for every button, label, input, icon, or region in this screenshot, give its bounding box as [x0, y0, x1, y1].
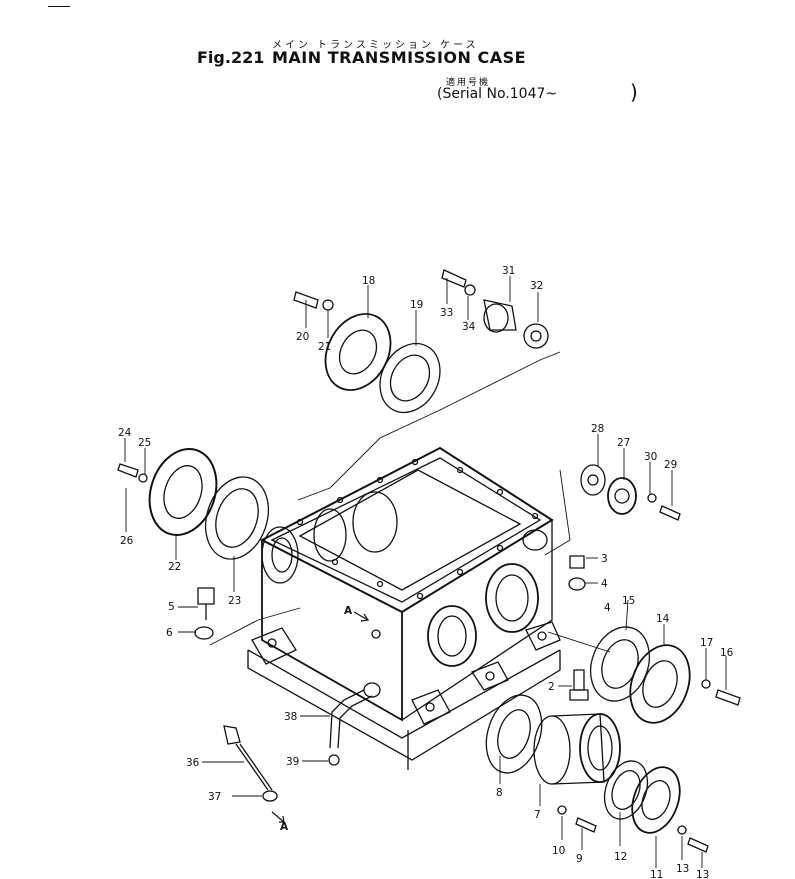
callout-15: 14	[656, 613, 670, 625]
callout-22: 21	[318, 341, 331, 353]
callout-37: 37	[208, 791, 221, 803]
callout-17: 16	[720, 647, 734, 659]
callout-13: 13	[696, 869, 709, 879]
figure-number: Fig.221	[197, 48, 265, 67]
callout-35: 34	[462, 321, 476, 333]
callout-26: 25	[138, 437, 151, 449]
callout-30: 29	[664, 459, 677, 471]
callout-4b: 4	[604, 602, 611, 614]
callout-33: 32	[530, 280, 543, 292]
callout-28: 27	[617, 437, 630, 449]
view-arrows	[271, 611, 370, 823]
callout-24: 23	[228, 595, 241, 607]
callout-2: 2	[548, 681, 555, 693]
callout-11: 11	[650, 869, 663, 879]
cover-23-24	[117, 448, 269, 560]
callout-6: 6	[166, 627, 173, 639]
callout-38: 38	[284, 711, 297, 723]
figure-title: MAIN TRANSMISSION CASE	[272, 48, 527, 67]
callout-25: 24	[118, 427, 132, 439]
serial-range: (Serial No.1047~	[437, 86, 558, 102]
callout-32: 31	[502, 265, 515, 277]
callout-8: 8	[496, 787, 503, 799]
callout-3: 3	[601, 553, 608, 565]
view-marker-a-case: A	[344, 605, 353, 617]
bolt-2	[569, 669, 589, 701]
callout-14: 13	[676, 863, 689, 875]
callout-16: 15	[622, 595, 635, 607]
leader-lines	[124, 276, 727, 868]
header-rule	[48, 6, 70, 7]
callout-5: 5	[168, 601, 175, 613]
callout-18: 17	[700, 637, 713, 649]
serial-japanese: 適用号機	[446, 78, 491, 88]
callout-36: 36	[186, 757, 200, 769]
callout-7: 7	[534, 809, 541, 821]
callout-4a: 4	[601, 578, 608, 590]
cover-19-20	[293, 291, 561, 501]
view-marker-a-dipstick: A	[280, 821, 289, 833]
callout-12: 12	[614, 851, 627, 863]
cover-28-29	[544, 464, 681, 556]
cover-32-33	[441, 269, 549, 349]
housing-7-12	[485, 694, 709, 853]
callout-10: 10	[552, 845, 565, 857]
pipe-38-dipstick-36	[223, 689, 373, 802]
small-parts-3-6	[194, 555, 586, 646]
callout-19: 18	[362, 275, 375, 287]
callout-20: 19	[410, 299, 423, 311]
cover-15-16	[547, 626, 741, 724]
callout-9: 9	[576, 853, 583, 865]
callout-39: 39	[286, 756, 299, 768]
callout-29: 28	[591, 423, 604, 435]
callout-27: 26	[120, 535, 134, 547]
transmission-case	[247, 446, 561, 770]
serial-close-paren: )	[630, 80, 638, 104]
callout-34: 33	[440, 307, 453, 319]
callout-23: 22	[168, 561, 181, 573]
title-japanese: メイン トランスミッション ケース	[272, 40, 479, 51]
callout-31: 30	[644, 451, 657, 463]
callout-21: 20	[296, 331, 309, 343]
callout-labels: 18 19 20 21 33 34 31 32 24 25 26 22 23 2…	[118, 265, 734, 879]
